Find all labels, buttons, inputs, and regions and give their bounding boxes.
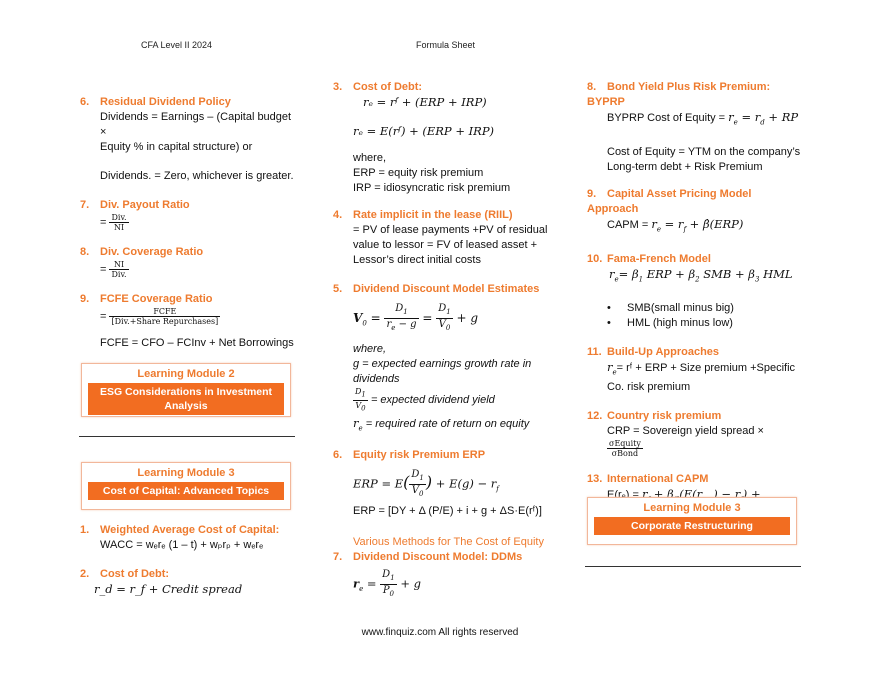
text-line: value to lessor = FV of leased asset + bbox=[353, 239, 538, 251]
text-line: Co. risk premium bbox=[607, 381, 691, 394]
wacc-formula: WACC = wₑrₑ (1 – t) + wₚrₚ + wₑrₑ bbox=[100, 539, 264, 551]
text-line: CAPM = bbox=[607, 219, 649, 232]
text-line: Lessor’s direct initial costs bbox=[353, 254, 481, 266]
divider bbox=[79, 436, 295, 437]
learning-module-3-restructuring-box: Learning Module 3 Corporate Restructurin… bbox=[587, 497, 797, 545]
text-line: CRP = Sovereign yield spread × bbox=[607, 425, 764, 438]
section-title: 6.Residual Dividend Policy bbox=[80, 96, 231, 108]
section-title: 10.Fama-French Model bbox=[587, 252, 711, 265]
column-2: 3.Cost of Debt: rₑ = rᶠ + (ERP + IRP) rₑ… bbox=[333, 80, 563, 600]
fama-french-formula: re= β1 ERP + β2 SMB + β3 HML bbox=[609, 266, 793, 283]
section-title: 6.Equity risk Premium ERP bbox=[333, 449, 486, 462]
bullet-item: SMB(small minus big) bbox=[607, 301, 802, 316]
text-line: g = expected earnings growth rate in bbox=[353, 358, 532, 370]
text-line: = required rate of return on equity bbox=[365, 418, 530, 431]
text-line: IRP = idiosyncratic risk premium bbox=[353, 182, 511, 194]
footer: www.finquiz.com All rights reserved bbox=[361, 627, 519, 638]
column-3: 8.Bond Yield Plus Risk Premium: BYPRP BY… bbox=[587, 80, 802, 531]
formula: rₑ = rᶠ + (ERP + IRP) bbox=[363, 95, 487, 109]
section-title: 12.Country risk premium bbox=[587, 410, 722, 423]
text-line: = PV of lease payments +PV of residual bbox=[353, 224, 548, 236]
formula: = Div.NI bbox=[100, 213, 129, 232]
section-title: 7.Dividend Discount Model: DDMs bbox=[333, 551, 523, 564]
section-title: 5.Dividend Discount Model Estimates bbox=[333, 283, 540, 295]
text-line: where, bbox=[353, 152, 387, 164]
text-line: FCFE = CFO – FCInv + Net Borrowings bbox=[100, 337, 294, 349]
erp-formula-2: ERP = [DY + Δ (P/E) + i + g + ΔS·E(rᶠ)] bbox=[353, 505, 542, 518]
column-1: 6.Residual Dividend Policy Dividends = E… bbox=[80, 95, 300, 351]
section-title: 9.FCFE Coverage Ratio bbox=[80, 293, 213, 305]
section-title: 4.Rate implicit in the lease (RIIL) bbox=[333, 209, 513, 221]
section-title: 2.Cost of Debt: bbox=[80, 568, 170, 580]
section-title: 7.Div. Payout Ratio bbox=[80, 199, 190, 211]
text-line: where, bbox=[353, 343, 387, 355]
section-title: 8.Bond Yield Plus Risk Premium: BYPRP bbox=[587, 81, 771, 108]
learning-module-2-box: Learning Module 2 ESG Considerations in … bbox=[81, 363, 291, 417]
divider bbox=[585, 566, 801, 567]
text-line: Dividends. = Zero, whichever is greater. bbox=[100, 170, 294, 182]
formula: rₑ = E(rᶠ) + (ERP + IRP) bbox=[353, 124, 495, 138]
text-line: Long-term debt + Risk Premium bbox=[607, 161, 763, 174]
bullet-item: HML (high minus low) bbox=[607, 316, 802, 331]
column-1-lower: 1.Weighted Average Cost of Capital: WACC… bbox=[80, 523, 300, 597]
formula: = FCFE[Div.+Share Repurchases] bbox=[100, 307, 221, 326]
cost-of-debt-formula: r_d = r_f + Credit spread bbox=[94, 582, 243, 596]
section-title: 9.Capital Asset Pricing Model Approach bbox=[587, 188, 752, 216]
header-left: CFA Level II 2024 bbox=[141, 40, 213, 50]
header-center: Formula Sheet bbox=[416, 40, 476, 50]
various-methods-heading: Various Methods for The Cost of Equity bbox=[353, 536, 544, 549]
text-line: Dividends = Earnings – (Capital budget × bbox=[100, 111, 292, 138]
text-line: ERP = equity risk premium bbox=[353, 167, 484, 179]
text-line: BYPRP Cost of Equity = bbox=[607, 112, 726, 124]
text-line: Cost of Equity = YTM on the company’s bbox=[607, 146, 801, 159]
text-line: = expected dividend yield bbox=[370, 394, 495, 406]
section-title: 1.Weighted Average Cost of Capital: bbox=[80, 524, 280, 536]
section-title: 11.Build-Up Approaches bbox=[587, 345, 720, 358]
text-line: dividends bbox=[353, 373, 400, 385]
section-title: 8.Div. Coverage Ratio bbox=[80, 246, 204, 258]
section-title: 13.International CAPM bbox=[587, 473, 709, 486]
learning-module-3-box: Learning Module 3 Cost of Capital: Advan… bbox=[81, 462, 291, 510]
section-title: 3.Cost of Debt: bbox=[333, 81, 423, 93]
text-line: = rᶠ + ERP + Size premium +Specific bbox=[616, 361, 796, 374]
text-line: Equity % in capital structure) or bbox=[100, 141, 253, 153]
